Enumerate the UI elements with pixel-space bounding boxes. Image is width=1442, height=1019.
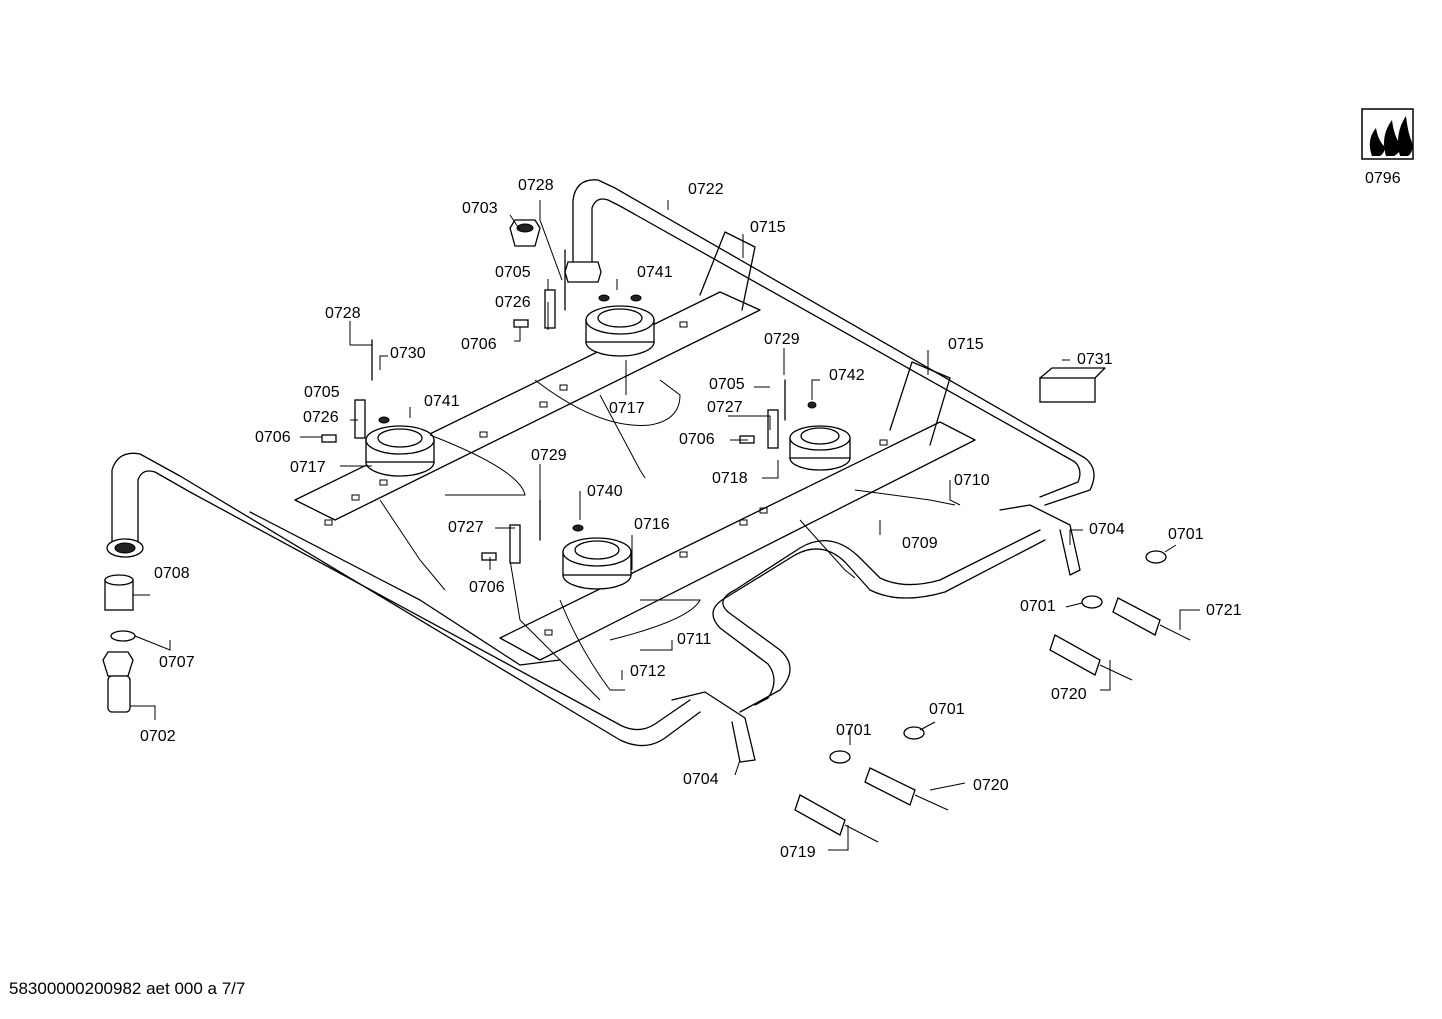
- part-label: 0711: [677, 631, 712, 648]
- part-label: 0720: [973, 777, 1009, 794]
- part-label: 0721: [1206, 602, 1242, 619]
- part-label: 0710: [954, 472, 990, 489]
- part-label: 0726: [303, 409, 339, 426]
- burner-cup-0740: [562, 524, 632, 590]
- part-label: 0715: [948, 336, 984, 353]
- part-label: 0741: [637, 264, 673, 281]
- part-label: 0716: [634, 516, 670, 533]
- part-label: 0740: [587, 483, 623, 500]
- part-label: 0705: [495, 264, 531, 281]
- part-label: 0731: [1077, 351, 1113, 368]
- gas-taps: [794, 597, 1191, 843]
- part-label: 0715: [750, 219, 786, 236]
- gas-manifold-pipe: [106, 179, 1095, 747]
- burner-cup-0741-left: [365, 416, 435, 477]
- part-label: 0717: [290, 459, 326, 476]
- leader-lines: [130, 200, 1200, 851]
- part-label: 0706: [679, 431, 715, 448]
- part-label: 0730: [390, 345, 426, 362]
- part-label: 0720: [1051, 686, 1087, 703]
- gas-feed-tubes: [379, 379, 956, 701]
- part-label: 0704: [683, 771, 719, 788]
- part-label: 0796: [1365, 170, 1401, 187]
- part-label: 0703: [462, 200, 498, 217]
- part-label: 0728: [518, 177, 554, 194]
- part-label: 0727: [448, 519, 484, 536]
- fittings: [102, 219, 1167, 764]
- part-label: 0708: [154, 565, 190, 582]
- part-label: 0741: [424, 393, 460, 410]
- part-label: 0704: [1089, 521, 1125, 538]
- part-label: 0729: [764, 331, 800, 348]
- part-label: 0719: [780, 844, 816, 861]
- part-label: 0706: [461, 336, 497, 353]
- part-label: 0701: [929, 701, 965, 718]
- document-id: 58300000200982 aet 000 a 7/7: [9, 979, 246, 998]
- part-label: 0728: [325, 305, 361, 322]
- part-label: 0742: [829, 367, 865, 384]
- part-label: 0726: [495, 294, 531, 311]
- part-label: 0722: [688, 181, 724, 198]
- part-label: 0712: [630, 663, 666, 680]
- gas-flames-icon: [1361, 108, 1414, 160]
- part-label: 0717: [609, 400, 645, 417]
- part-label: 0718: [712, 470, 748, 487]
- part-label: 0701: [836, 722, 872, 739]
- part-label: 0705: [304, 384, 340, 401]
- part-label: 0705: [709, 376, 745, 393]
- part-label: 0701: [1020, 598, 1056, 615]
- part-label: 0702: [140, 728, 176, 745]
- part-label: 0709: [902, 535, 938, 552]
- part-label: 0706: [255, 429, 291, 446]
- burner-support-rails: [249, 231, 976, 666]
- part-labels: 0722 0728 0703 0715 0705 0741 0726 0706 …: [140, 170, 1401, 861]
- part-label: 0727: [707, 399, 743, 416]
- part-label: 0707: [159, 654, 195, 671]
- part-label: 0706: [469, 579, 505, 596]
- burner-cup-0742: [789, 401, 851, 471]
- burner-cup-0741-top: [585, 294, 655, 357]
- part-label: 0701: [1168, 526, 1204, 543]
- part-label: 0729: [531, 447, 567, 464]
